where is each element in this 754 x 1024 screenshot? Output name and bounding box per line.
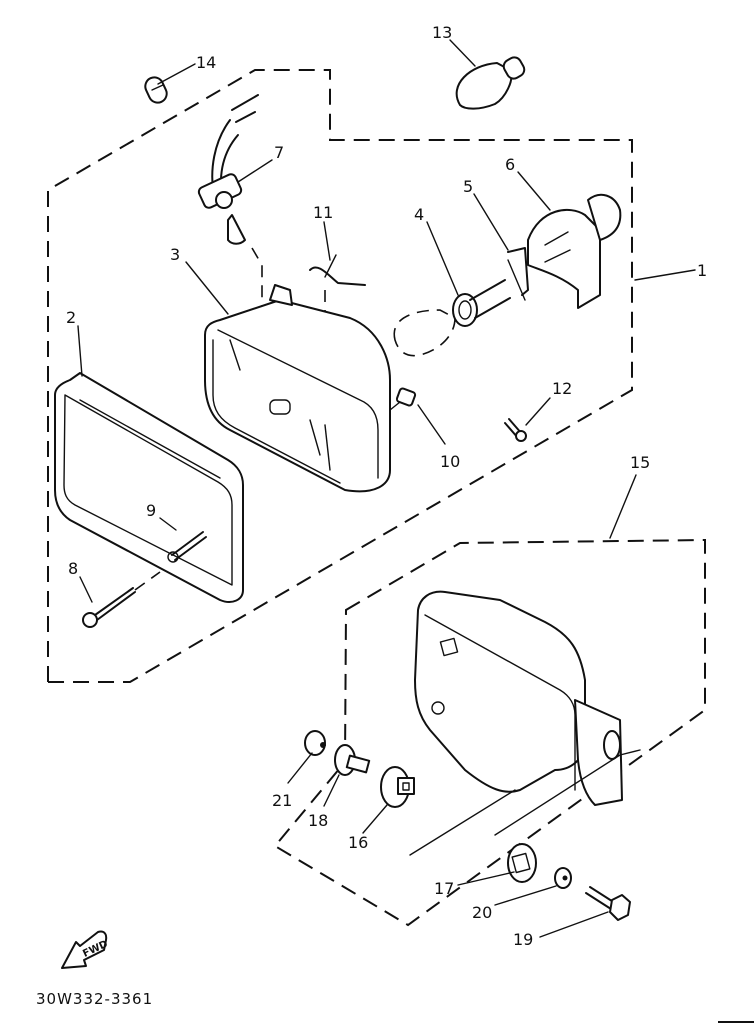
callout-21: 21 [272,791,292,810]
callout-15: 15 [630,453,650,472]
part-3-headlight-unit[interactable] [204,284,391,493]
callout-8: 8 [68,559,78,578]
callout-16: 16 [348,833,368,852]
part-13-bulb[interactable] [455,55,527,110]
part-11-spring-clip[interactable] [309,254,366,330]
callout-11: 11 [313,203,333,222]
callout-7: 7 [274,143,284,162]
callout-1: 1 [697,261,707,280]
part-9-spring[interactable] [167,531,207,563]
leader-lines [77,39,696,938]
fwd-arrow-icon: FWD [61,930,110,969]
callout-12: 12 [552,379,572,398]
callout-13: 13 [432,23,452,42]
part-20-washer[interactable] [554,867,572,889]
callout-9: 9 [146,501,156,520]
part-5-bulb-retaining-spring[interactable] [507,247,529,301]
callout-5: 5 [463,177,473,196]
part-19-bolt[interactable] [585,886,631,921]
callout-18: 18 [308,811,328,830]
part-12-screw[interactable] [504,418,527,442]
part-15-headlight-body[interactable] [409,590,641,856]
part-8-adjusting-screw[interactable] [82,571,161,628]
part-6-bulb-cover[interactable] [527,193,622,309]
callout-19: 19 [513,930,533,949]
callout-20: 20 [472,903,492,922]
part-17-damper[interactable] [507,843,537,883]
group-15-outline [273,538,706,927]
group-1-outline [47,69,633,683]
callout-3: 3 [170,245,180,264]
part-14-small-bulb[interactable] [142,74,169,105]
part-4-headlight-bulb[interactable] [393,279,511,357]
part-16-grommet[interactable] [380,766,415,808]
callout-10: 10 [440,452,460,471]
callout-14: 14 [196,53,216,72]
callout-6: 6 [505,155,515,174]
part-7-socket-cord[interactable] [197,94,263,330]
callout-17: 17 [434,879,454,898]
callout-4: 4 [414,205,424,224]
callout-2: 2 [66,308,76,327]
part-18-collar[interactable] [334,744,371,776]
part-21-nut[interactable] [304,730,326,756]
drawing-code: 30W332-3361 [36,990,154,1008]
part-10-nut[interactable] [389,387,417,411]
